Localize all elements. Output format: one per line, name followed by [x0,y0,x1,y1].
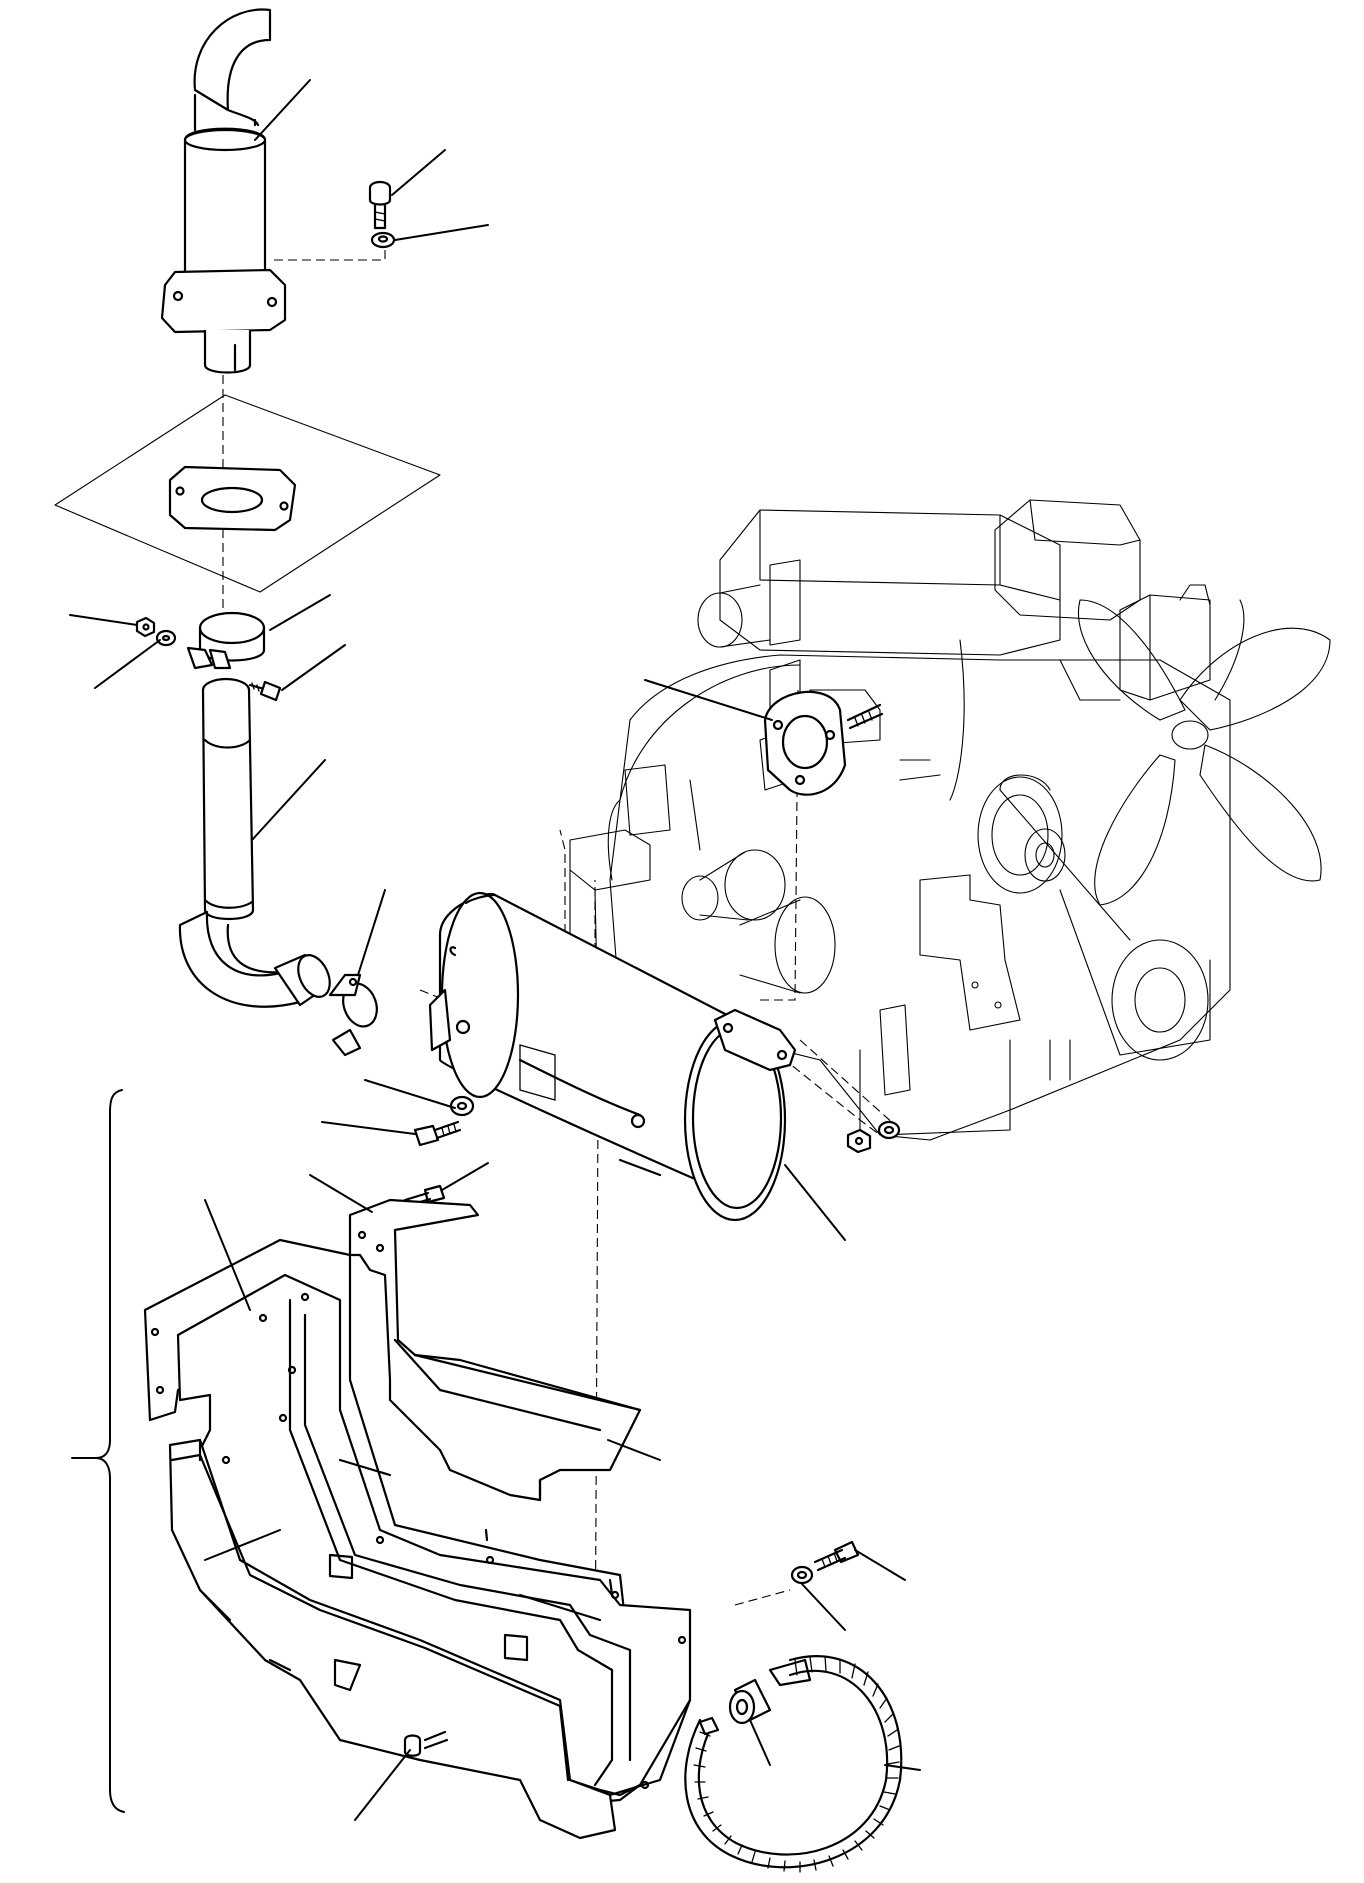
leader-band-strap [884,1764,921,1771]
leader-bolt-top [391,149,446,196]
manifold-gasket [763,690,884,796]
gasket-sheet [54,394,441,593]
muffler-bolt [413,1120,462,1147]
clamp-bolt [248,680,282,702]
strap-bolt [813,1540,860,1572]
clamp-washer [155,629,177,647]
support-plate [348,1198,642,1502]
tail-pipe [160,8,287,374]
leader-washer-top [394,224,489,241]
leader-tail-pipe [254,79,311,141]
leader-heat-shield-bottom [204,1529,281,1561]
muffler-washer [449,1095,475,1117]
strap-rubber [728,1658,812,1725]
leader-bracket-bolt-nut [309,1174,373,1213]
assembly-brace [71,1089,125,1813]
strap-washer [790,1565,814,1585]
bolt-top [368,180,392,230]
band-strap [684,1655,903,1873]
leader-heat-shield [204,1199,251,1311]
leader-clamp-washer [94,639,161,689]
leader-manifold-gasket [644,679,773,721]
engine-assembly [569,499,1331,1141]
leader-strap-washer [801,1583,846,1631]
leader-clamp-lower [357,889,386,976]
leader-clamp-bolt [281,644,346,691]
leader-exhaust-pipe [251,759,326,841]
leader-clamp-upper [269,594,331,631]
clamp-nut [135,616,156,638]
leader-muffler [784,1164,846,1241]
engine-washer [877,1120,901,1140]
heat-shield [143,1238,692,1840]
leader-clamp-nut [69,614,138,626]
clamp-lower [328,973,378,1057]
leader-strap-bolt [854,1549,906,1581]
leader-support-plate [607,1439,661,1461]
washer-top [370,231,396,249]
muffler [428,891,797,1222]
leader-strap-rubber [749,1719,771,1766]
engine-nut [846,1128,872,1154]
leader-cover-bolt [354,1749,411,1821]
clamp-upper [186,611,266,670]
callout-leaders [69,79,921,1821]
leader-muffler-bolt [321,1121,416,1135]
leader-muffler-washer [364,1079,456,1109]
exhaust-pipe [178,677,331,1008]
leader-bracket-bolt [441,1162,489,1191]
